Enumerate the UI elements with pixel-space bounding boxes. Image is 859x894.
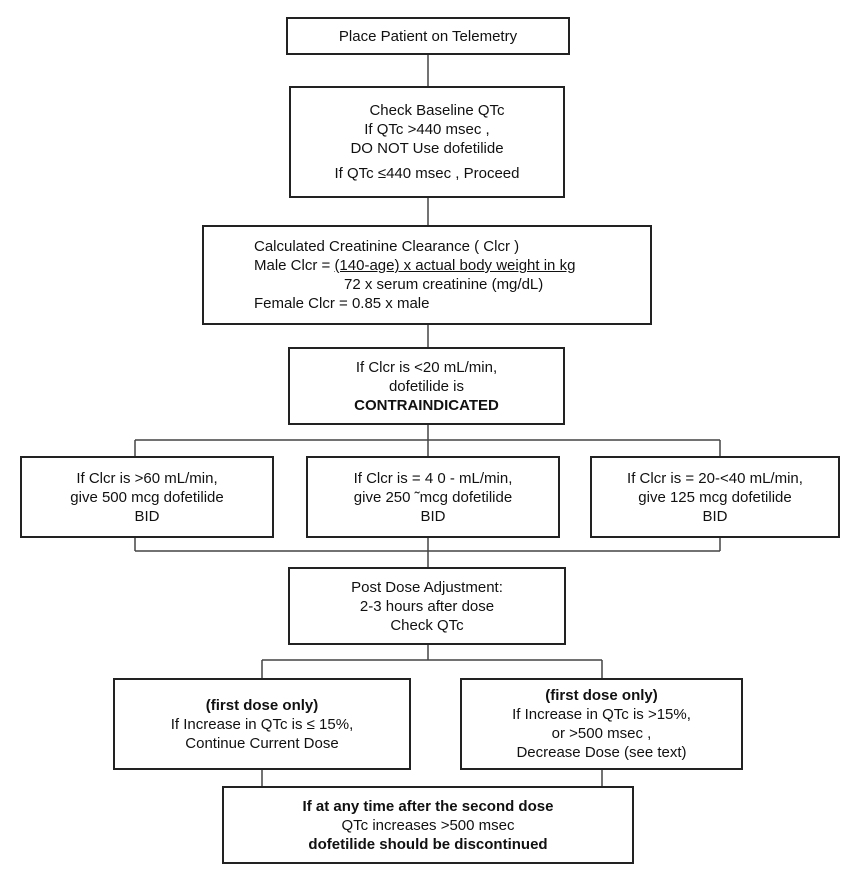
clcr-low-condition: If Clcr is <20 mL/min,	[355, 358, 498, 376]
decrease-condition-alt: or >500 msec ,	[551, 725, 652, 742]
dose-250-box: If Clcr is = 4 0 - mL/min, give 250 ˜mcg…	[306, 456, 560, 538]
dofetilide-is-text: dofetilide is	[388, 377, 465, 395]
female-clcr-formula: Female Clcr = 0.85 x male	[254, 295, 430, 312]
continue-condition: If Increase in QTc is ≤ 15%,	[170, 715, 354, 733]
post-dose-check: Check QTc	[390, 616, 464, 634]
continue-action: Continue Current Dose	[185, 734, 339, 752]
discontinue-condition-intro: If at any time after the second dose	[302, 797, 554, 815]
dose-250-amount: give 250 ˜mcg dofetilide	[353, 488, 513, 506]
dose-500-condition: If Clcr is >60 mL/min,	[76, 469, 218, 487]
qtc-proceed-condition: If QTc ≤440 msec , Proceed	[334, 165, 520, 182]
telemetry-text: Place Patient on Telemetry	[338, 27, 518, 45]
dose-500-frequency: BID	[134, 507, 160, 525]
decrease-dose-box: (first dose only) If Increase in QTc is …	[460, 678, 743, 770]
discontinue-box: If at any time after the second dose QTc…	[222, 786, 634, 864]
male-clcr-denominator: 72 x serum creatinine (mg/dL)	[344, 276, 544, 293]
male-clcr-prefix: Male Clcr =	[254, 257, 335, 274]
post-dose-timing: 2-3 hours after dose	[359, 597, 495, 615]
telemetry-step-box: Place Patient on Telemetry	[286, 17, 570, 55]
continue-first-dose-label: (first dose only)	[205, 696, 319, 714]
discontinue-action: dofetilide should be discontinued	[308, 835, 548, 853]
dose-125-box: If Clcr is = 20-<40 mL/min, give 125 mcg…	[590, 456, 840, 538]
dose-125-condition: If Clcr is = 20-<40 mL/min,	[627, 469, 803, 487]
qtc-high-condition: If QTc >440 msec ,	[364, 121, 490, 138]
dose-250-condition: If Clcr is = 4 0 - mL/min,	[353, 469, 513, 487]
dose-500-box: If Clcr is >60 mL/min, give 500 mcg dofe…	[20, 456, 274, 538]
clcr-title: Calculated Creatinine Clearance ( Clcr )	[254, 238, 520, 255]
do-not-use-text: DO NOT Use dofetilide	[350, 140, 504, 157]
dose-500-amount: give 500 mcg dofetilide	[70, 488, 224, 506]
decrease-first-dose-label: (first dose only)	[545, 687, 658, 704]
baseline-qtc-box: Check Baseline QTc If QTc >440 msec , DO…	[289, 86, 565, 198]
post-dose-adjustment-box: Post Dose Adjustment: 2-3 hours after do…	[288, 567, 566, 645]
contraindicated-label: CONTRAINDICATED	[354, 396, 499, 414]
male-clcr-formula: Male Clcr = (140-age) x actual body weig…	[254, 256, 575, 275]
dose-125-frequency: BID	[702, 507, 728, 525]
post-dose-title: Post Dose Adjustment:	[351, 578, 503, 596]
dose-250-frequency: BID	[420, 507, 446, 525]
decrease-action: Decrease Dose (see text)	[516, 744, 687, 761]
discontinue-condition: QTc increases >500 msec	[341, 816, 515, 834]
male-clcr-numerator: (140-age) x actual body weight in kg	[334, 257, 576, 274]
decrease-condition: If Increase in QTc is >15%,	[512, 706, 691, 723]
continue-dose-box: (first dose only) If Increase in QTc is …	[113, 678, 411, 770]
contraindicated-box: If Clcr is <20 mL/min, dofetilide is CON…	[288, 347, 565, 425]
creatinine-clearance-box: Calculated Creatinine Clearance ( Clcr )…	[202, 225, 652, 325]
baseline-qtc-title: Check Baseline QTc	[369, 102, 505, 119]
dose-125-amount: give 125 mcg dofetilide	[638, 488, 792, 506]
